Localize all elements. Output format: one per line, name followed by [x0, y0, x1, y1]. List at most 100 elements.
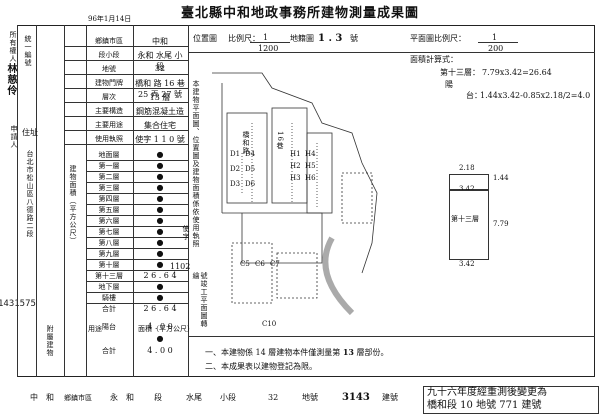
- lot-block-label: H4: [305, 150, 316, 158]
- vertical-note-second: 號竣工平面圖轉繪: [192, 272, 208, 328]
- table-row-value: 32: [154, 64, 166, 73]
- table-row-label: 建物門牌: [95, 79, 123, 87]
- dim-top: 2.18: [459, 164, 475, 172]
- scale-label: 比例尺：: [228, 34, 260, 43]
- owner-label: 所有權人: [9, 31, 17, 63]
- date-stamp: 96年1月14日: [88, 15, 132, 23]
- footer-remark-2: 橋和段 10 地號 771 建號: [427, 400, 542, 411]
- lot-block-label: C5: [240, 260, 250, 268]
- floor-row-value: 2 6 . 6 4: [143, 271, 177, 280]
- lot-block-label: H3: [290, 174, 301, 182]
- floor-row-value: ●: [156, 205, 164, 214]
- floor-row-label: 第四層: [98, 195, 120, 203]
- footer-section-label: 段: [154, 393, 162, 402]
- lot-block-label: D2: [230, 165, 241, 173]
- footer-district-label: 鄉鎮市區: [64, 394, 92, 402]
- applicant-label: 申請人: [10, 125, 18, 149]
- note1-suffix: 層部份。: [356, 348, 389, 357]
- floor-row-value: ●: [156, 238, 164, 247]
- floor-row-value: ●: [156, 282, 164, 291]
- footer-subsection-label: 小段: [220, 393, 236, 402]
- floor13-plan-label: 第十三層: [451, 215, 479, 223]
- footer-lot: 32: [268, 393, 279, 402]
- footer-subsection: 水尾: [186, 393, 202, 402]
- floor13-box: [449, 190, 489, 260]
- annex-col-area: 面積（平方公尺）: [138, 325, 194, 333]
- table-row-label: 地號: [102, 65, 116, 73]
- balcony-box: [449, 174, 489, 190]
- total-value: 2 6 . 6 4: [143, 304, 177, 313]
- table-row-label: 主要用途: [95, 121, 123, 129]
- table-row-label: 層次: [102, 93, 116, 101]
- note1-prefix: 一、本建物係: [205, 348, 253, 357]
- floor-row-label: 騎樓: [102, 294, 116, 302]
- floor-row-label: 地面層: [98, 151, 120, 159]
- dim-width: 3.42: [459, 185, 475, 193]
- floor-row-label: 地下層: [98, 283, 120, 291]
- floor-row-label: 第十三層: [95, 272, 123, 280]
- lot-block-label: H1: [290, 150, 301, 158]
- annex-row-label: 陽台: [102, 323, 116, 331]
- note1: 一、本建物係 14 層建物本件僅測量第 13 層部份。: [205, 347, 389, 358]
- license-number: 1102: [170, 262, 191, 271]
- table-row-label: 段小段: [98, 51, 120, 59]
- lot-suffix: 號: [350, 34, 358, 43]
- floor-row-value: ●: [156, 150, 164, 159]
- vertical-note-main: 本建物平面圖、位置圖及建物面積係依使用執照: [192, 80, 200, 248]
- page-title: 臺北縣中和地政事務所建物測量成果圖: [180, 6, 419, 21]
- address-label: 住址: [22, 128, 38, 137]
- note1-floor: 13: [342, 347, 354, 357]
- floor-row-value: ●: [156, 227, 164, 236]
- annex-row-value: ●: [156, 334, 164, 343]
- floor-row-value: ●: [156, 183, 164, 192]
- footer-build-label: 建號: [382, 393, 398, 402]
- lot-block-label: C7: [270, 260, 280, 268]
- note1-middle: 層建物本件僅測量第: [268, 348, 341, 357]
- address-value: 台北市松山區八德路二段: [26, 150, 34, 238]
- lot-block-label: D4: [245, 150, 256, 158]
- floor-row-label: 第一層: [98, 162, 120, 170]
- floor-row-value: ●: [156, 172, 164, 181]
- location-map-svg: [212, 72, 378, 316]
- lot-block-label: D5: [245, 165, 256, 173]
- table-row-value: 中和: [152, 37, 168, 46]
- table-row-label: 使用執照: [95, 135, 123, 143]
- note2: 二、本成果表以建物登記為限。: [205, 362, 317, 371]
- floor-row-label: 第六層: [98, 217, 120, 225]
- lot-label: 地籍圖: [290, 34, 314, 43]
- applicant-info: 統一編號: [24, 35, 32, 67]
- floor13-calc: 7.79x3.42=26.64: [482, 68, 552, 77]
- lot-value: 1 . 3: [318, 33, 343, 44]
- floor-row-value: ●: [156, 194, 164, 203]
- dim-bottom: 3.42: [459, 260, 475, 268]
- dim-height-2: 7.79: [493, 220, 509, 228]
- dim-height-1: 1.44: [493, 174, 509, 182]
- table-row-label: 鄉鎮市區: [95, 37, 123, 45]
- lot-block-label: H5: [305, 162, 316, 170]
- footer-section: 永 和: [110, 393, 134, 402]
- floor-row-value: ●: [156, 249, 164, 258]
- area-formula-label: 面積計算式：: [410, 55, 458, 64]
- table-row-label: 主要構造: [95, 107, 123, 115]
- floor-row-label: 第八層: [98, 239, 120, 247]
- table-row-value: 集合住宅: [144, 121, 176, 130]
- floor-row-label: 第十層: [98, 261, 120, 269]
- balcony-calc-label: 台：: [466, 91, 482, 100]
- lot-block-label: D1: [230, 150, 241, 158]
- floor13-label: 第十三層：: [440, 68, 480, 77]
- footer-remark-1: 九十六年度經重測後變更為: [427, 387, 547, 398]
- floor-plan: 2.18 3.42 1.44 第十三層 7.79 3.42: [445, 160, 525, 270]
- location-map: [202, 63, 452, 333]
- lot-block-label: C6: [255, 260, 265, 268]
- lot-block-label: H2: [290, 162, 301, 170]
- table-row-value: 13 層: [149, 93, 171, 102]
- annex-row-label: 合計: [102, 347, 116, 355]
- owner-name: 林慈伶: [5, 63, 16, 96]
- table-row-value: 鋼筋混凝土造: [136, 107, 184, 116]
- lot-block-label: D3: [230, 180, 241, 188]
- floors-area-label: 建物面積（平方公尺）: [69, 165, 77, 245]
- table-row-value: 使字 1 1 0 號: [135, 135, 185, 144]
- footer-build-number: 3143: [342, 392, 370, 403]
- floor-row-label: 第七層: [98, 228, 120, 236]
- plan-scale-label: 平面圖比例尺：: [410, 34, 466, 43]
